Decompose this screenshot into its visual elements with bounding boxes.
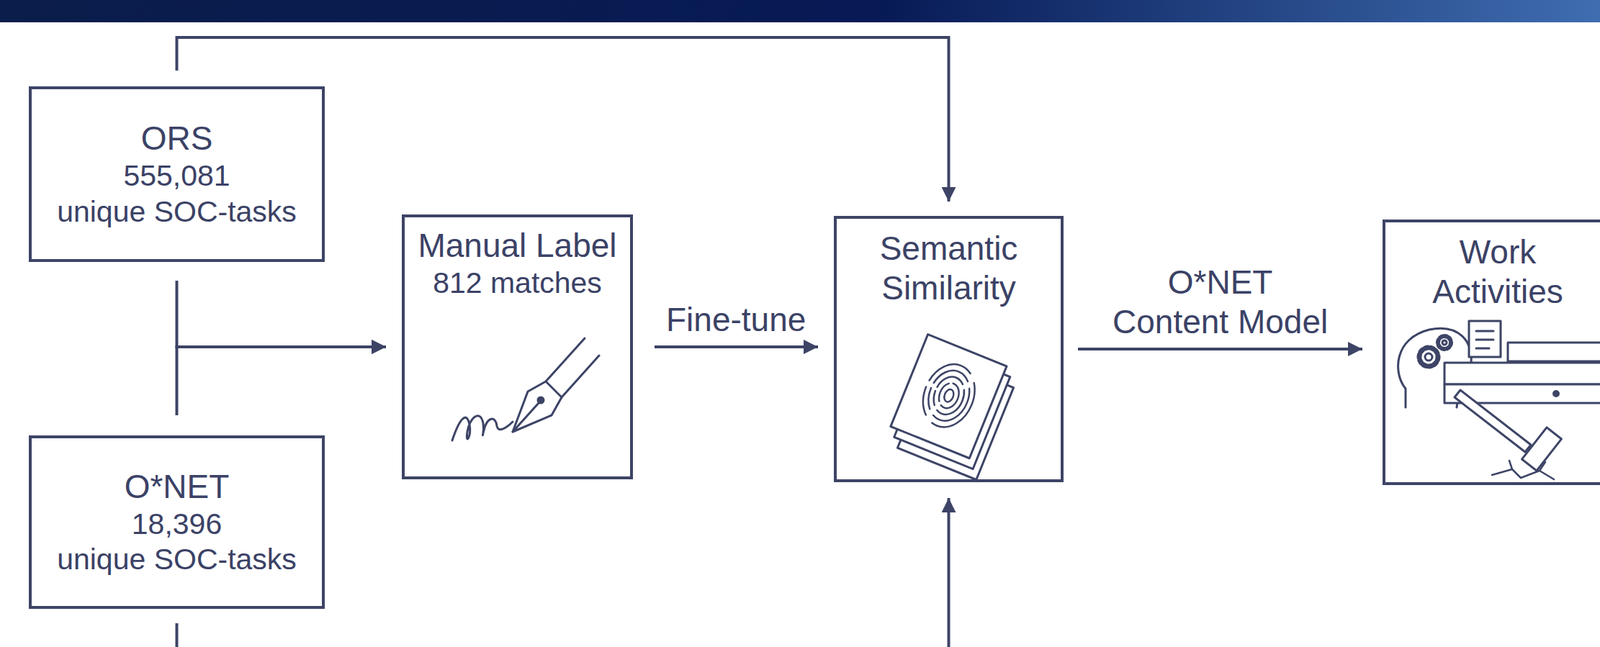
hammer-handle <box>1454 390 1531 453</box>
ground-crack <box>1491 460 1554 480</box>
source-box: O*NET18,396 unique SOC-tasks <box>28 435 325 610</box>
connector-arrow <box>177 37 950 202</box>
connector-arrow <box>177 280 387 348</box>
hammer-head <box>1522 427 1562 471</box>
cash-register-icon <box>1444 321 1600 404</box>
box-title: Semantic Similarity <box>879 228 1019 309</box>
process-box: Semantic Similarity <box>833 216 1064 483</box>
box-title: ORS <box>141 118 214 159</box>
receipt-lines <box>1476 331 1494 349</box>
process-box: Manual Label812 matches <box>401 214 633 480</box>
fingerprint <box>913 356 984 435</box>
content-model-arrow <box>1077 347 1363 351</box>
gear <box>1437 336 1451 350</box>
edge-label: Fine-tune <box>663 300 809 340</box>
hammer-icon <box>1454 390 1562 480</box>
gear-hub <box>1442 340 1447 345</box>
receipt <box>1468 321 1501 358</box>
box-detail: 18,396 unique SOC-tasks <box>56 506 297 578</box>
fine-tune-arrow <box>654 345 819 349</box>
box-detail: 555,081 unique SOC-tasks <box>56 158 297 229</box>
output-box: Work Activities <box>1382 219 1600 486</box>
box-detail: 812 matches <box>432 265 602 301</box>
box-title: Manual Label <box>417 226 617 266</box>
paper-stack-icon <box>884 334 1021 481</box>
drawer-knob <box>1553 391 1559 397</box>
paper-sheet <box>890 334 1007 459</box>
box-title: Work Activities <box>1432 232 1563 312</box>
register-display <box>1507 342 1600 362</box>
connector-arrow <box>177 347 387 416</box>
pen-icon <box>452 338 600 441</box>
pen-nib <box>512 381 562 433</box>
gear-hub <box>1425 353 1433 361</box>
edge-label: O*NET Content Model <box>1109 262 1331 343</box>
box-title: O*NET <box>124 467 230 507</box>
pen-barrel <box>545 338 600 398</box>
nib-slit <box>512 403 539 433</box>
register-body <box>1444 362 1600 385</box>
source-box: ORS555,081 unique SOC-tasks <box>28 86 325 263</box>
signature-stroke <box>452 416 513 441</box>
nib-hole <box>537 397 544 404</box>
gear <box>1419 347 1438 367</box>
header-bar <box>0 0 1600 23</box>
